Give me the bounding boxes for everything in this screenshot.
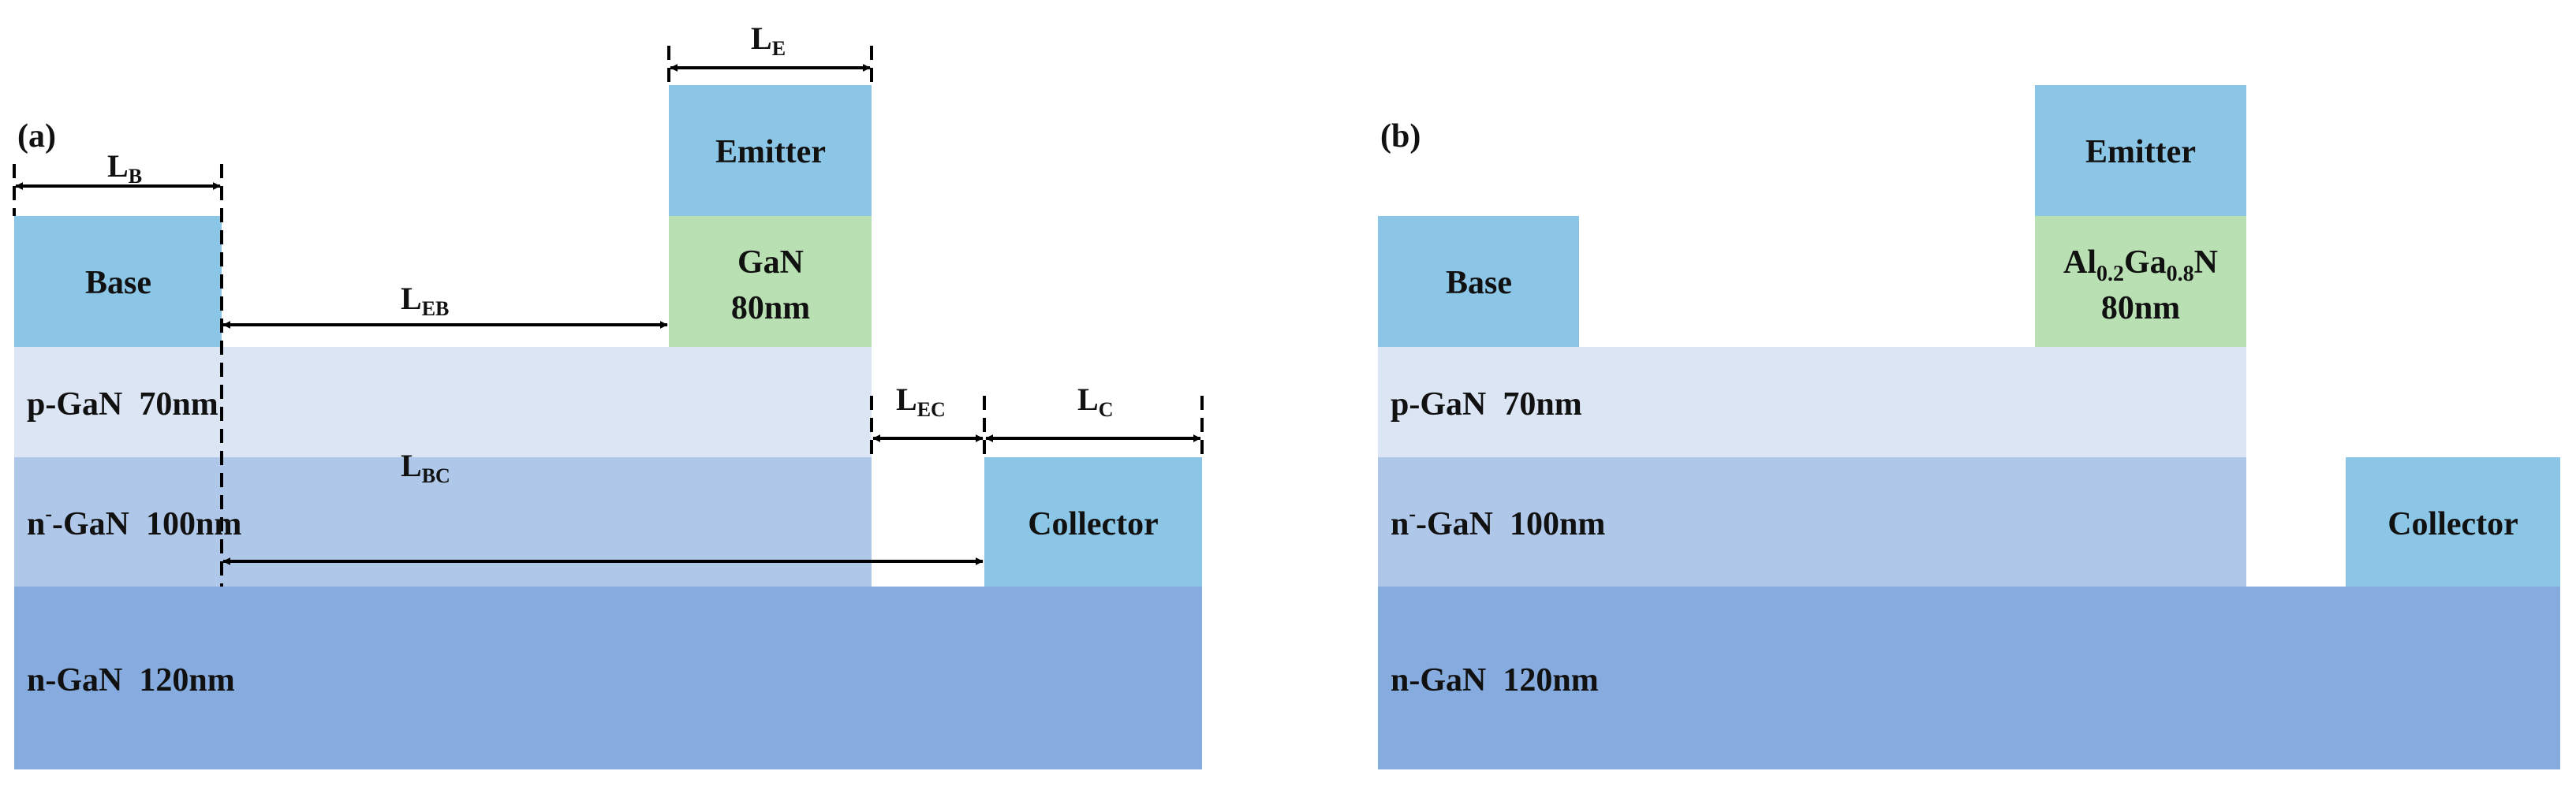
b-n-minus-gan-layer xyxy=(1378,457,2246,587)
a-collector-contact xyxy=(984,457,1202,587)
a-base-contact xyxy=(14,216,222,347)
a-emitter-contact xyxy=(669,85,872,216)
b-emitter-layer xyxy=(2035,216,2246,347)
b-collector-contact xyxy=(2346,457,2560,587)
a-dim-lc-label: LC xyxy=(1077,382,1113,421)
a-dim-lec-label: LEC xyxy=(896,382,946,421)
a-dim-lbc-label: LBC xyxy=(401,448,450,487)
panel-a: (a) LB LE LEB LBC LEC LC Base Emitter Ga… xyxy=(13,20,1204,769)
a-n-gan-label: n-GaN 120nm xyxy=(27,662,235,698)
b-n-minus-gan-label: n--GaN 100nm xyxy=(1391,502,1605,542)
b-p-gan-label: p-GaN 70nm xyxy=(1391,386,1582,423)
a-base-label: Base xyxy=(85,265,151,301)
b-emitter-layer-thickness: 80nm xyxy=(2101,290,2180,326)
a-emitter-layer-thickness: 80nm xyxy=(731,290,810,326)
b-emitter-label: Emitter xyxy=(2085,134,2196,170)
a-dim-lb-label: LB xyxy=(107,148,142,188)
b-emitter-layer-material: Al0.2Ga0.8N xyxy=(2063,244,2218,286)
a-p-gan-label: p-GaN 70nm xyxy=(27,386,218,423)
b-n-gan-label: n-GaN 120nm xyxy=(1391,662,1599,698)
b-panel-tag: (b) xyxy=(1380,118,1421,155)
a-emitter-layer xyxy=(669,216,872,347)
a-emitter-layer-material: GaN xyxy=(737,244,804,281)
b-collector-label: Collector xyxy=(2387,506,2518,542)
a-n-gan-layer xyxy=(14,587,1202,769)
b-n-gan-layer xyxy=(1378,587,2560,769)
b-base-contact xyxy=(1378,216,1579,347)
a-emitter-label: Emitter xyxy=(715,134,826,170)
b-emitter-contact xyxy=(2035,85,2246,216)
a-dim-le-label: LE xyxy=(751,20,786,60)
b-base-label: Base xyxy=(1446,265,1512,301)
a-n-minus-gan-label: n--GaN 100nm xyxy=(27,502,241,542)
a-p-gan-layer xyxy=(14,347,872,457)
a-panel-tag: (a) xyxy=(17,118,56,155)
a-collector-label: Collector xyxy=(1028,506,1159,542)
panel-b: (b) Base Emitter Al0.2Ga0.8N 80nm p-GaN … xyxy=(1378,85,2560,769)
b-p-gan-layer xyxy=(1378,347,2246,457)
a-dim-leb-label: LEB xyxy=(401,281,449,320)
